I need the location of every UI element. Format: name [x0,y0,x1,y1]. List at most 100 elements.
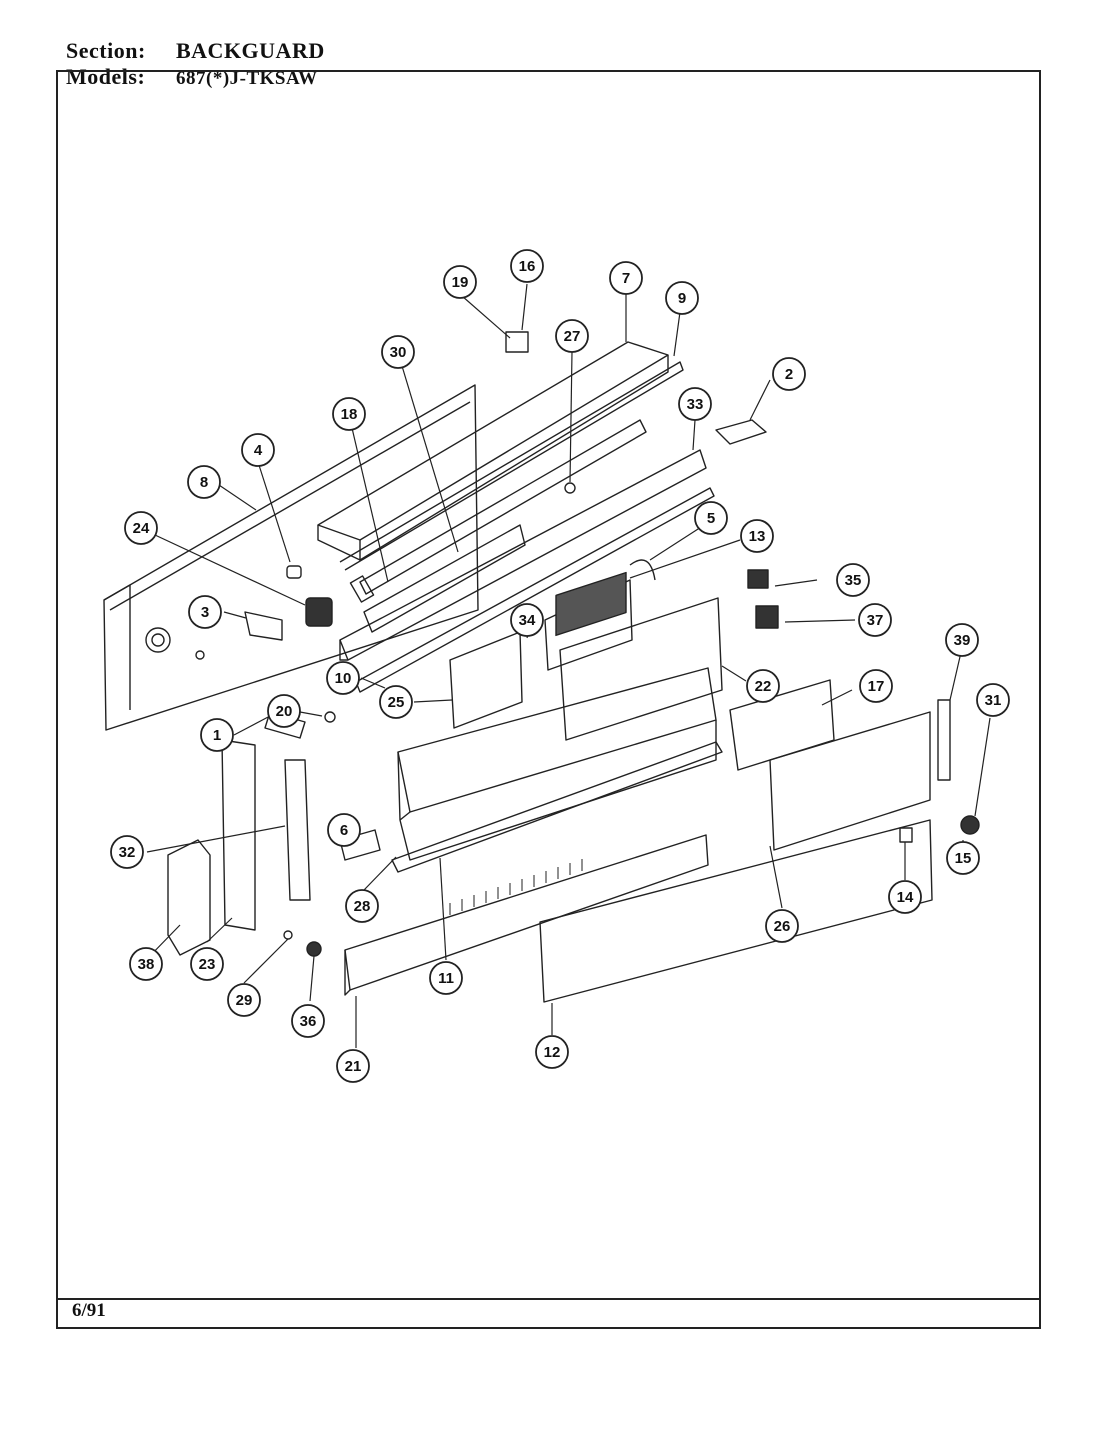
callout-circle [555,319,589,353]
callout-circle [327,813,361,847]
side-bracket-part [221,739,256,931]
callout-18: 18 [332,397,366,431]
callout-circle [241,433,275,467]
callout-circle [665,281,699,315]
callout-circle [267,694,301,728]
callout-36: 36 [291,1004,325,1038]
callout-number: 32 [119,844,136,861]
frame-right-border [1039,70,1041,1329]
callout-34: 34 [510,603,544,637]
footer-divider [58,1298,1041,1300]
callout-circle [429,961,463,995]
screw-part [564,482,576,494]
frame-bottom-border [58,1327,1041,1329]
leader-lines [139,283,991,1048]
callout-39: 39 [945,623,979,657]
callout-number: 36 [300,1013,317,1030]
callout-number: 22 [755,678,772,695]
back-panel-part [103,384,479,731]
rotary-switch-a [747,569,769,589]
callout-circle [188,595,222,629]
screw-right-part [899,827,913,843]
callout-circle [124,511,158,545]
callout-circle [772,357,806,391]
callout-number: 14 [897,889,914,906]
callout-14: 14 [888,880,922,914]
callout-number: 20 [276,703,293,720]
callout-15: 15 [946,841,980,875]
callout-circle [129,947,163,981]
callout-number: 3 [201,604,209,621]
callout-number: 38 [138,956,155,973]
callout-circle [740,519,774,553]
footer-date: 6/91 [72,1300,106,1321]
right-bracket-part [729,679,835,771]
callout-circle [694,501,728,535]
callout-circle [859,669,893,703]
nut-part [324,711,336,723]
clock-display-part [544,559,656,671]
callout-number: 30 [390,344,407,361]
callout-circle [336,1049,370,1083]
callout-circle [291,1004,325,1038]
callout-10: 10 [326,661,360,695]
callout-6: 6 [327,813,361,847]
callout-circle [836,563,870,597]
small-bracket-part [244,611,283,641]
callout-circle [678,387,712,421]
callout-number: 31 [985,692,1002,709]
callout-number: 25 [388,694,405,711]
rotary-switch-b [755,605,779,629]
light-tube-part [349,419,647,633]
callout-37: 37 [858,603,892,637]
callout-circle [379,685,413,719]
callout-number: 33 [687,396,704,413]
callout-number: 1 [213,727,221,744]
section-value: BACKGUARD [176,38,325,63]
callout-number: 8 [200,474,208,491]
callout-circle [858,603,892,637]
callout-11: 11 [429,961,463,995]
callout-number: 34 [519,612,536,629]
callout-number: 18 [341,406,358,423]
channel-bracket-part [339,449,715,693]
callout-number: 29 [236,992,253,1009]
callout-17: 17 [859,669,893,703]
callout-number: 10 [335,670,352,687]
callout-circle [190,947,224,981]
callout-4: 4 [241,433,275,467]
callout-number: 6 [340,822,348,839]
callout-32: 32 [110,835,144,869]
callout-number: 17 [868,678,885,695]
control-panel-frame [397,667,717,861]
callout-19: 19 [443,265,477,299]
glass-panel-part [539,819,933,1003]
callout-circle [946,841,980,875]
callout-number: 39 [954,632,971,649]
callout-number: 7 [622,270,630,287]
callout-number: 13 [749,528,766,545]
callout-27: 27 [555,319,589,353]
callout-circle [945,623,979,657]
callout-number: 35 [845,572,862,589]
callout-7: 7 [609,261,643,295]
switch-part [505,331,529,353]
callout-20: 20 [267,694,301,728]
callout-circle [765,909,799,943]
callout-number: 16 [519,258,536,275]
control-panel-back [559,597,723,741]
callout-number: 11 [438,970,454,987]
callout-8: 8 [187,465,221,499]
models-label: Models: [66,64,146,89]
callout-circle [110,835,144,869]
callout-21: 21 [336,1049,370,1083]
plug-button-part [286,565,302,579]
callout-circle [510,249,544,283]
callout-35: 35 [836,563,870,597]
callout-5: 5 [694,501,728,535]
callout-circle [345,889,379,923]
callout-circle [227,983,261,1017]
callout-30: 30 [381,335,415,369]
callout-circle [976,683,1010,717]
callout-number: 27 [564,328,581,345]
